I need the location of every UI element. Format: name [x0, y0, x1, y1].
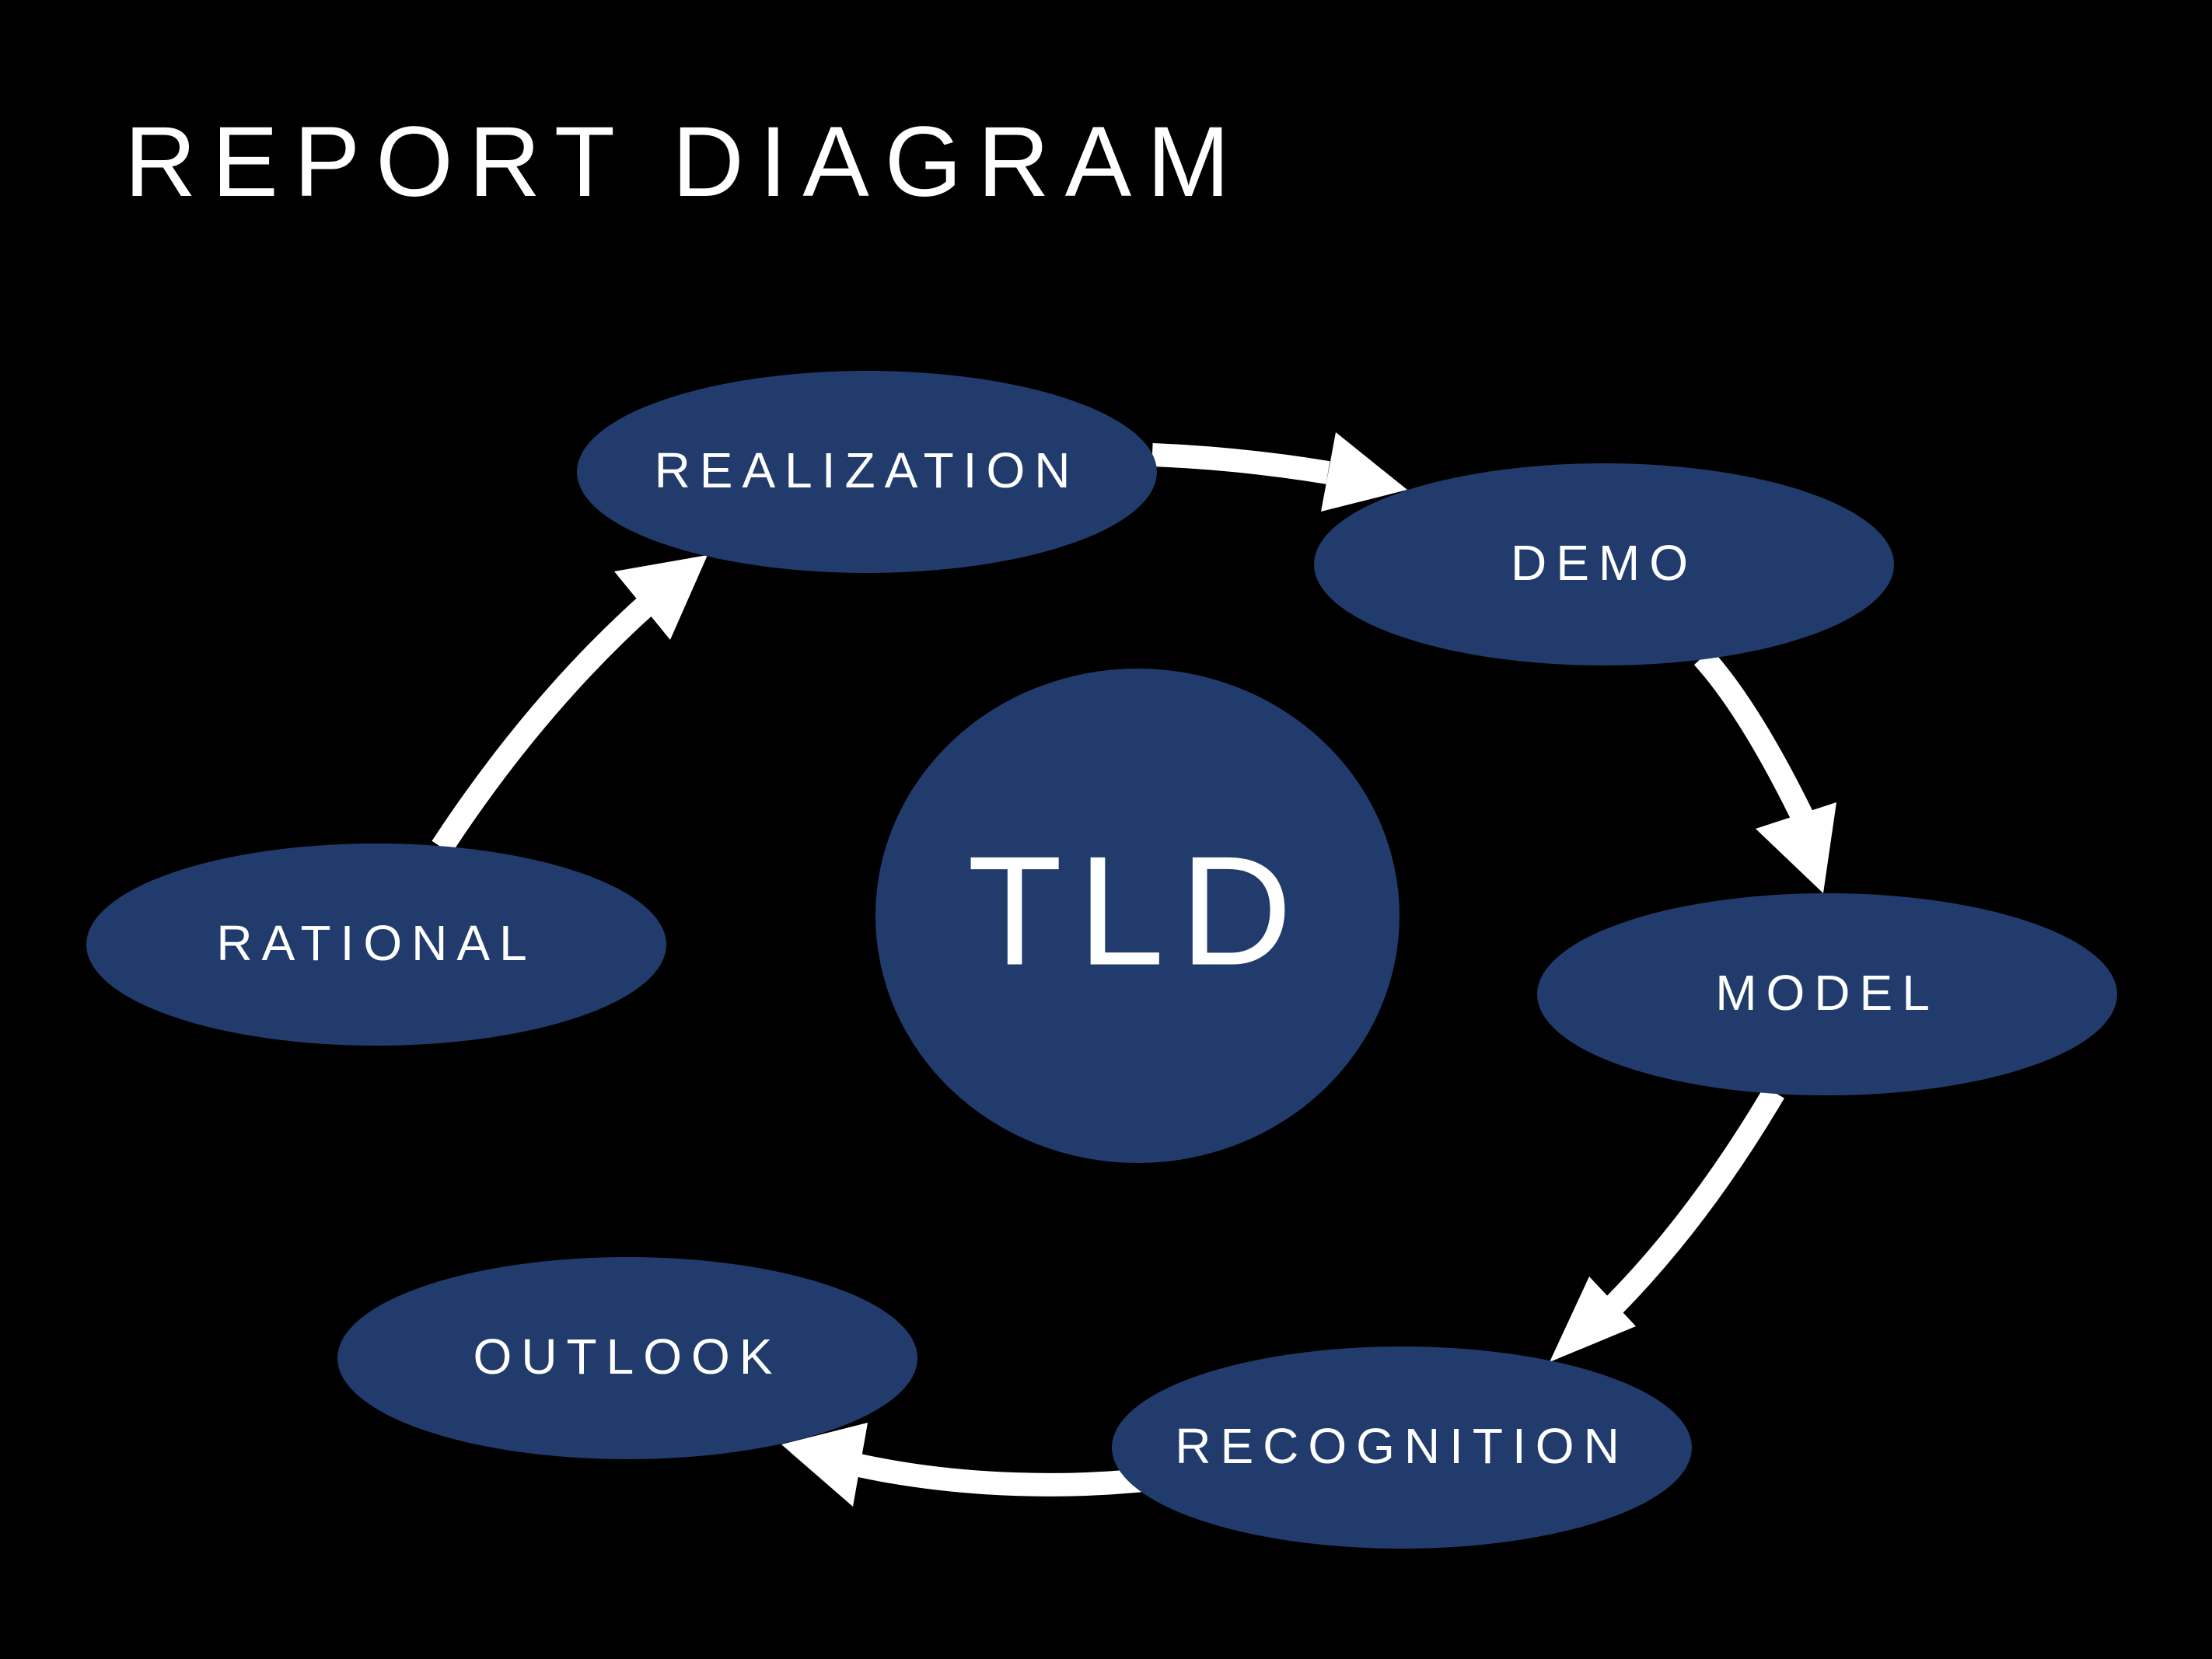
node-label-demo: DEMO [1511, 535, 1697, 591]
arrow-head [614, 555, 708, 640]
node-label-recognition: RECOGNITION [1175, 1418, 1629, 1474]
center-node: TLD [875, 669, 1400, 1163]
node-label-realization: REALIZATION [655, 442, 1080, 498]
node-demo: DEMO [1314, 463, 1894, 665]
arrow-head [1550, 1277, 1636, 1362]
arrow-shaft [432, 593, 658, 854]
node-label-outlook: OUTLOOK [474, 1329, 782, 1385]
node-recognition: RECOGNITION [1112, 1346, 1692, 1549]
arrow-shaft [1151, 443, 1330, 484]
node-realization: REALIZATION [577, 371, 1157, 573]
arrow-head [1321, 432, 1407, 512]
node-label-model: MODEL [1715, 965, 1939, 1021]
node-outlook: OUTLOOK [337, 1257, 917, 1459]
arrow-head [781, 1423, 868, 1507]
arrow-head [1756, 802, 1836, 893]
arrow-shaft [1601, 1086, 1784, 1318]
center-node-label: TLD [967, 825, 1308, 998]
arrow-shaft [1693, 648, 1822, 841]
edge-rational-realization [432, 555, 708, 854]
node-label-rational: RATIONAL [216, 915, 536, 971]
node-rational: RATIONAL [86, 843, 666, 1046]
node-model: MODEL [1537, 893, 2117, 1095]
edge-demo-model [1693, 648, 1836, 893]
edge-model-recognition [1550, 1086, 1784, 1362]
page-title: REPORT DIAGRAM [124, 107, 1246, 218]
edge-realization-demo [1151, 432, 1407, 512]
